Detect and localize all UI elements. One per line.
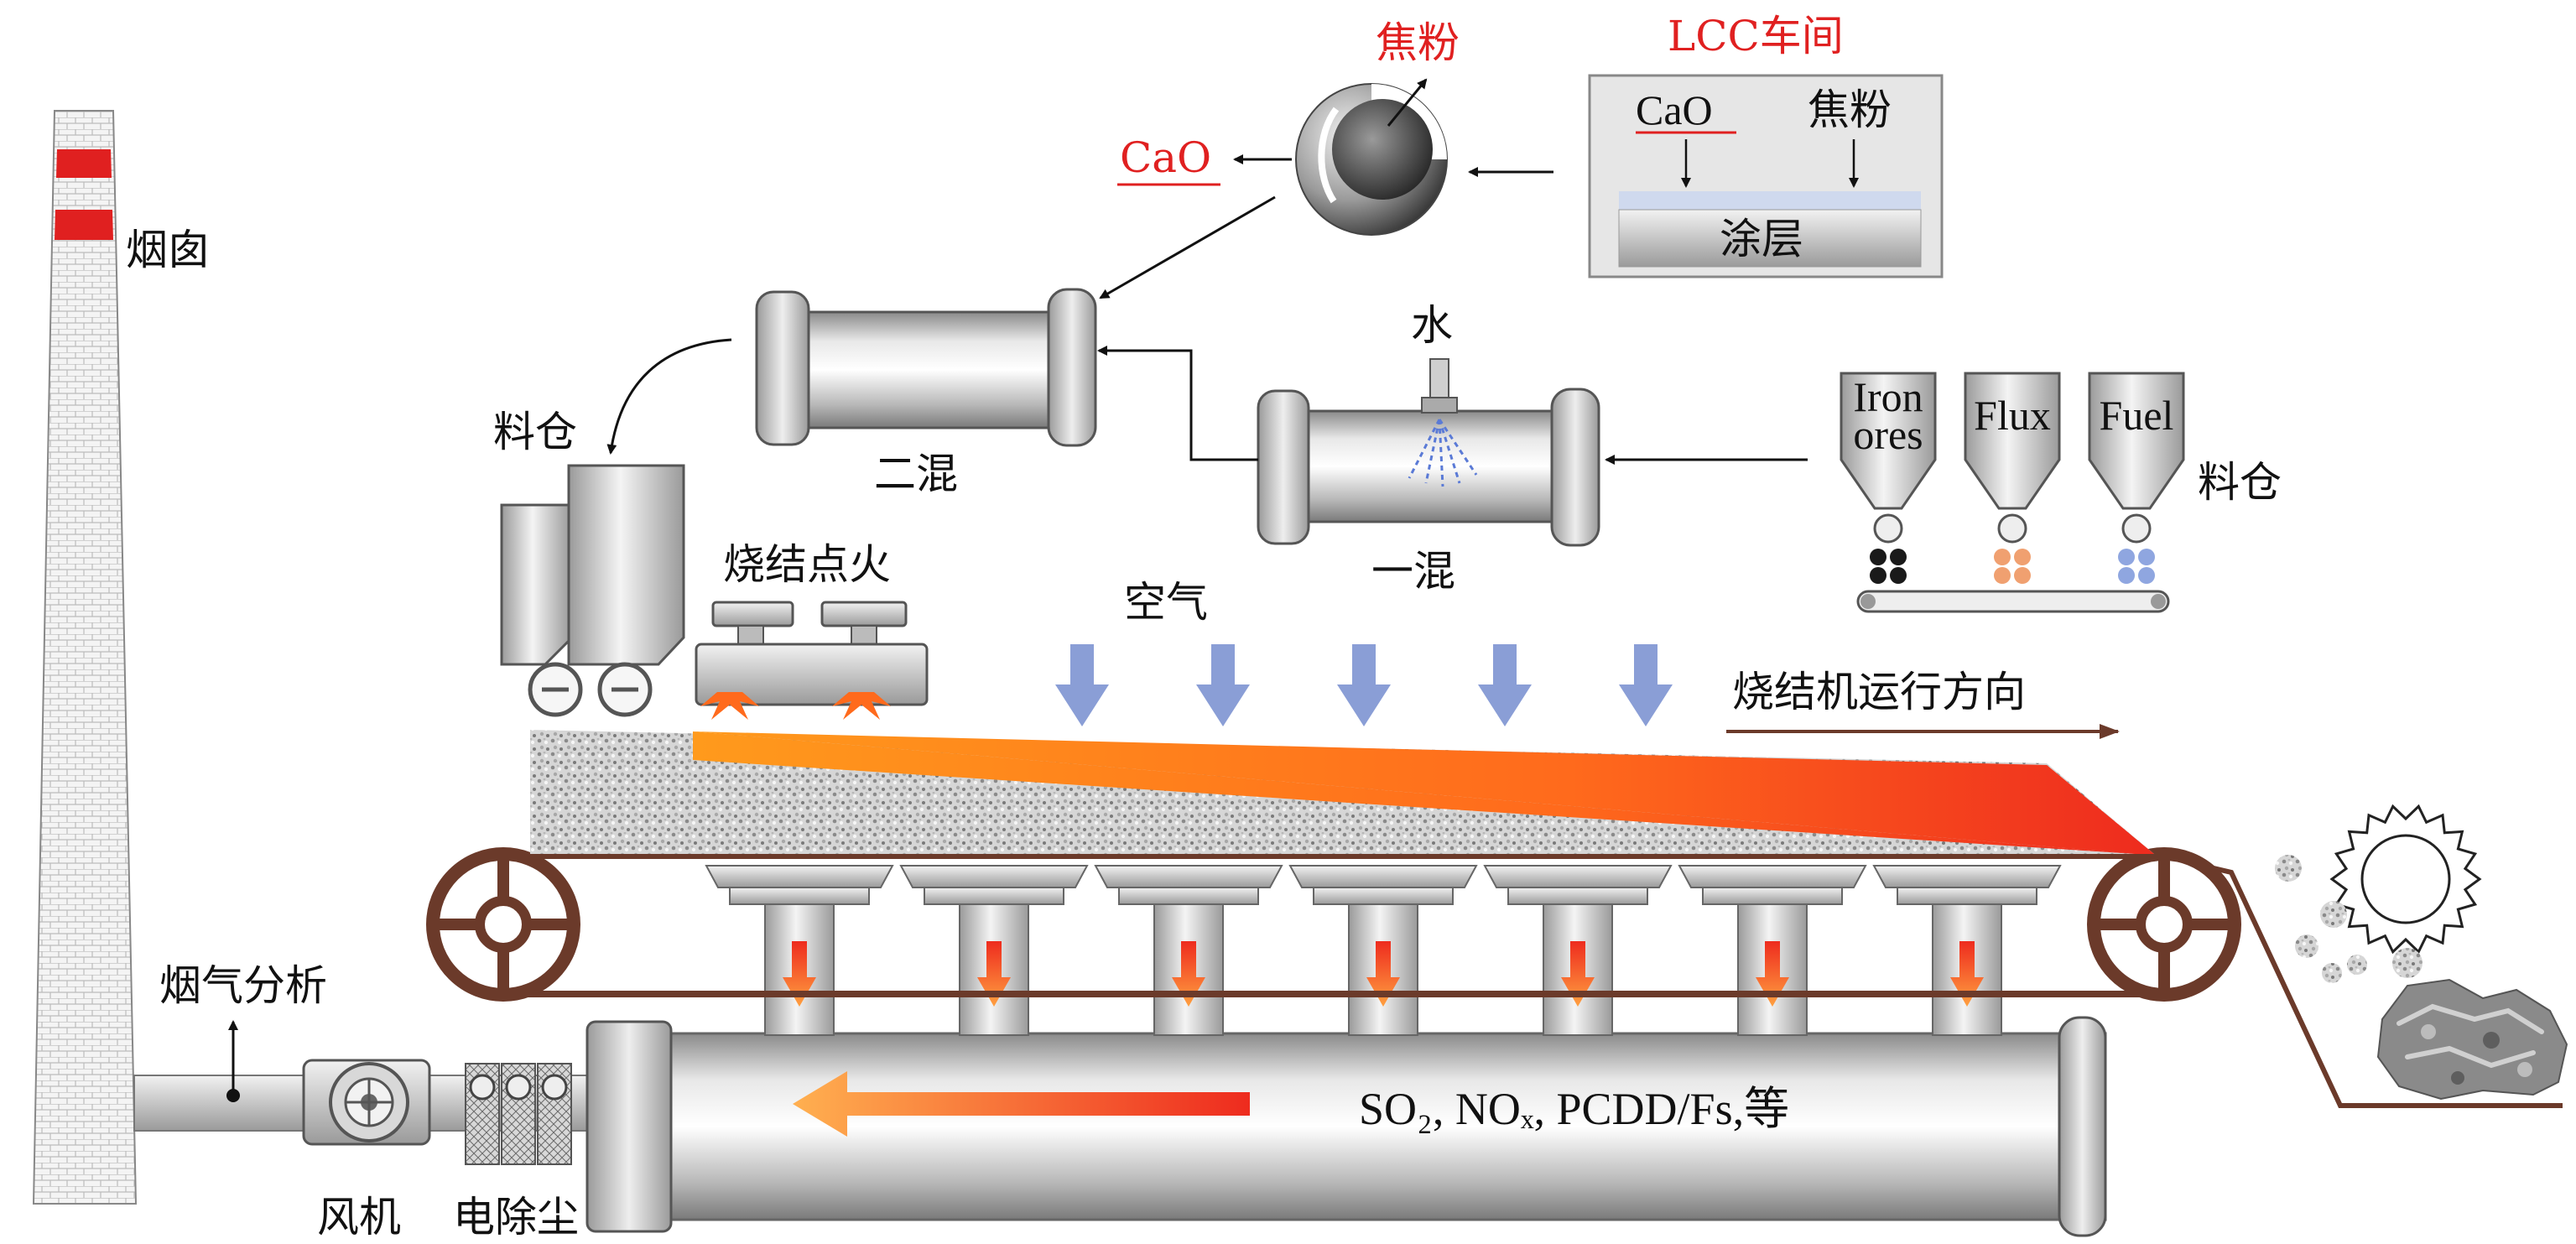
mixer1-label: 一混	[1371, 547, 1455, 596]
air-arrow-icon	[1337, 644, 1391, 726]
chimney	[32, 110, 138, 1205]
hopper: Fuel	[2088, 372, 2185, 584]
arrow-mixer1-to-mixer2	[1097, 346, 1258, 461]
air-arrow-group	[1055, 644, 1673, 726]
esp-label: 电除尘	[453, 1193, 579, 1241]
material-dots	[1994, 549, 2031, 584]
bin-left-label: 料仓	[493, 408, 577, 456]
windbox-group	[705, 865, 2062, 1036]
material-dots	[1870, 549, 1907, 584]
windbox	[1872, 865, 2062, 1036]
feed-bins-left	[500, 464, 685, 717]
flue-gas-label: SO₂, NOₓ, PCDD/Fs,等	[1359, 1084, 1789, 1134]
air-arrow-icon	[1196, 644, 1250, 726]
particle-coke-label: 焦粉	[1376, 18, 1460, 67]
gas-down-arrow-icon	[783, 941, 816, 1007]
gas-down-arrow-icon	[1366, 941, 1400, 1007]
chimney-label: 烟囱	[126, 226, 210, 274]
hopper: Flux	[1964, 372, 2061, 584]
gas-down-arrow-icon	[1950, 941, 1984, 1007]
windbox	[1483, 865, 1673, 1036]
arrow-mixer2-to-bin	[606, 338, 732, 455]
air-label: 空气	[1124, 578, 1208, 627]
material-dots	[2118, 549, 2155, 584]
water-label: 水	[1411, 301, 1453, 350]
hopper-conveyor	[1856, 590, 2170, 613]
windbox	[1288, 865, 1478, 1036]
lcc-title: LCC车间	[1668, 12, 1844, 60]
belt-wheel-left	[426, 847, 580, 1002]
main-gas-duct	[585, 1016, 2107, 1237]
windbox	[705, 865, 894, 1036]
gas-down-arrow-icon	[1756, 941, 1789, 1007]
air-arrow-icon	[1055, 644, 1109, 726]
crusher-gear	[2329, 804, 2482, 955]
direction-label: 烧结机运行方向	[1732, 668, 2026, 716]
fan	[302, 1059, 431, 1146]
hopper-label: Iron	[1853, 373, 1923, 420]
belt-wheel-right	[2087, 847, 2241, 1002]
gas-down-arrow-icon	[1172, 941, 1205, 1007]
mixer2-label: 二混	[874, 450, 958, 498]
sinter-cake	[2376, 978, 2568, 1101]
hopper-label-line2: ores	[1853, 411, 1923, 458]
flue-gas-analysis-label: 烟气分析	[159, 961, 327, 1010]
primary-mixer	[1257, 358, 1600, 547]
hopper-label: Flux	[1974, 392, 2051, 439]
arrow-particle-to-mixer2	[1099, 195, 1276, 299]
sampling-point	[226, 1020, 240, 1102]
windbox	[1678, 865, 1867, 1036]
lcc-cao-label: CaO	[1636, 86, 1713, 133]
flue-gas-flow-arrow	[793, 1071, 1250, 1137]
gas-down-arrow-icon	[977, 941, 1011, 1007]
lcc-coke-label: 焦粉	[1808, 86, 1892, 134]
fan-label: 风机	[317, 1193, 401, 1241]
secondary-mixer	[755, 288, 1097, 447]
ignition-hood	[695, 601, 929, 720]
coated-particle	[1295, 83, 1448, 236]
air-arrow-icon	[1619, 644, 1673, 726]
arrow-coke-out	[1387, 78, 1428, 127]
hopper-label: Fuel	[2100, 392, 2174, 439]
particle-cao-label: CaO	[1120, 133, 1211, 182]
ignition-label: 烧结点火	[723, 540, 891, 589]
bin-right-label: 料仓	[2198, 458, 2282, 507]
coating-label: 涂层	[1720, 215, 1803, 263]
air-arrow-icon	[1478, 644, 1532, 726]
lcc-workshop-box	[1588, 74, 1944, 278]
electrostatic-precipitator	[465, 1063, 572, 1165]
windbox	[899, 865, 1089, 1036]
windbox	[1094, 865, 1283, 1036]
gas-down-arrow-icon	[1561, 941, 1595, 1007]
sinter-fines	[2275, 855, 2422, 983]
sinter-bed	[530, 730, 2154, 854]
